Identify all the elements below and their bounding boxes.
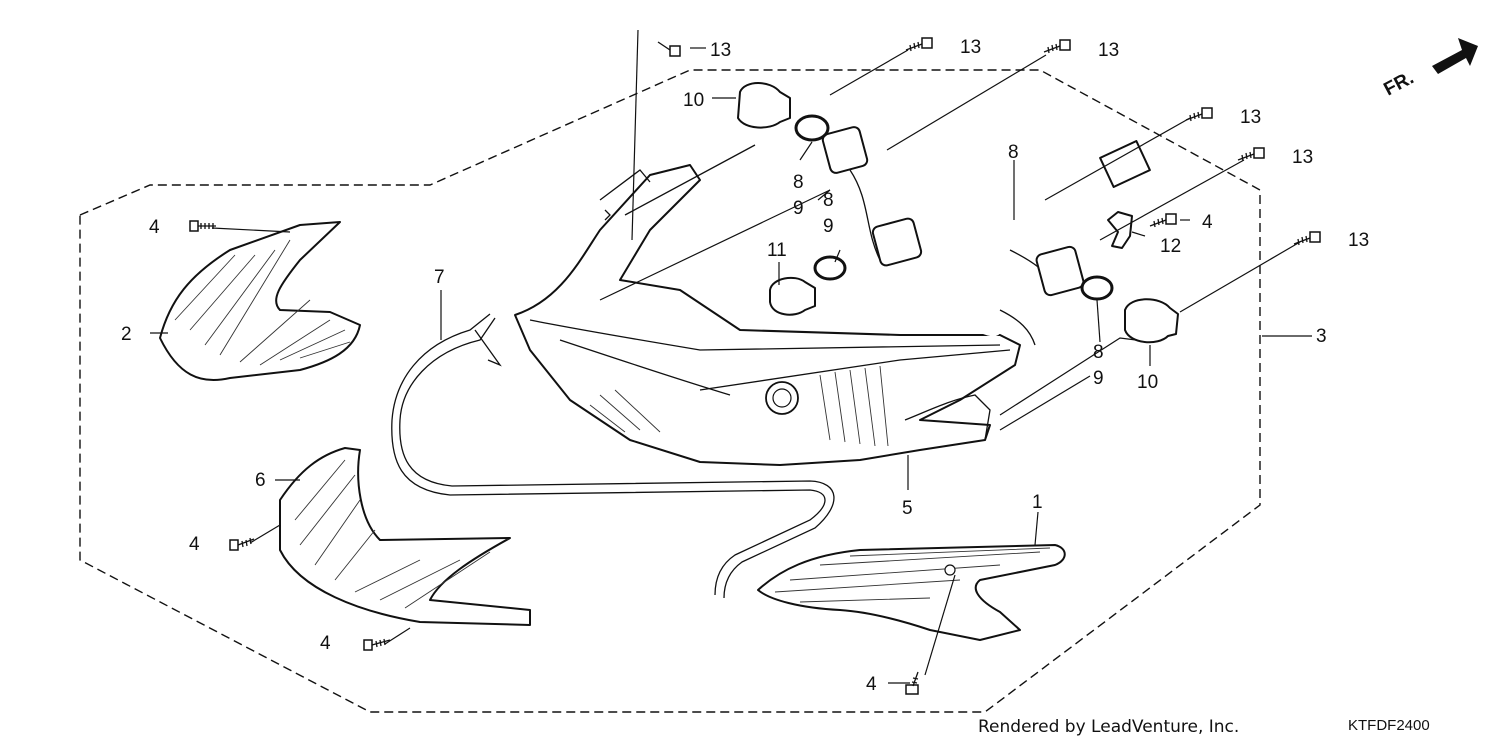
main-housing-part — [514, 144, 1021, 466]
callout-10-lower: 10 — [1137, 372, 1158, 393]
callout-8-a: 8 — [793, 172, 804, 193]
callout-13-e: 13 — [1292, 147, 1313, 168]
assembly-boundary — [79, 69, 1261, 713]
bulb-sockets — [821, 126, 1085, 297]
seal-strip-part — [391, 313, 835, 599]
front-direction-label: FR. — [1380, 68, 1417, 101]
side-lens-part — [757, 544, 1066, 641]
upper-cover-part — [159, 221, 361, 382]
screws — [189, 37, 1321, 695]
callout-4-lower: 4 — [320, 633, 331, 654]
callout-labels: 1 2 3 4 4 4 4 4 5 6 7 8 9 8 9 8 8 9 10 1… — [121, 37, 1369, 695]
callout-4-bottom: 4 — [866, 674, 877, 695]
callout-13-d: 13 — [1240, 107, 1261, 128]
callout-4-right: 4 — [1202, 212, 1213, 233]
callout-13-c: 13 — [1098, 40, 1119, 61]
callout-12: 12 — [1160, 236, 1181, 257]
lower-cover-part — [279, 447, 531, 626]
callout-8-b: 8 — [823, 190, 834, 211]
callout-11: 11 — [767, 240, 787, 261]
wire-harness-part — [849, 140, 1151, 346]
callout-13-f: 13 — [1348, 230, 1369, 251]
callout-13-b: 13 — [960, 37, 981, 58]
diagram-code: KTFDF2400 — [1348, 717, 1430, 734]
callout-3: 3 — [1316, 326, 1327, 347]
callout-10-upper: 10 — [683, 90, 704, 111]
front-direction-arrow: FR. — [1380, 38, 1478, 100]
callout-8-c: 8 — [1093, 342, 1104, 363]
callout-13-a: 13 — [710, 40, 731, 61]
callout-8-harness: 8 — [1008, 142, 1019, 163]
footer-credit: Rendered by LeadVenture, Inc. — [978, 717, 1239, 737]
leader-lines — [150, 29, 1312, 684]
callout-4-upper: 4 — [149, 217, 160, 238]
callout-2: 2 — [121, 324, 132, 345]
callout-9-b: 9 — [823, 216, 834, 237]
callout-9-a: 9 — [793, 198, 804, 219]
clip-part — [1107, 211, 1133, 249]
callout-5: 5 — [902, 498, 913, 519]
callout-9-c: 9 — [1093, 368, 1104, 389]
callout-4-left: 4 — [189, 534, 200, 555]
callout-1: 1 — [1032, 492, 1043, 513]
callout-7: 7 — [434, 267, 445, 288]
callout-6: 6 — [255, 470, 266, 491]
gaskets — [794, 114, 1114, 301]
